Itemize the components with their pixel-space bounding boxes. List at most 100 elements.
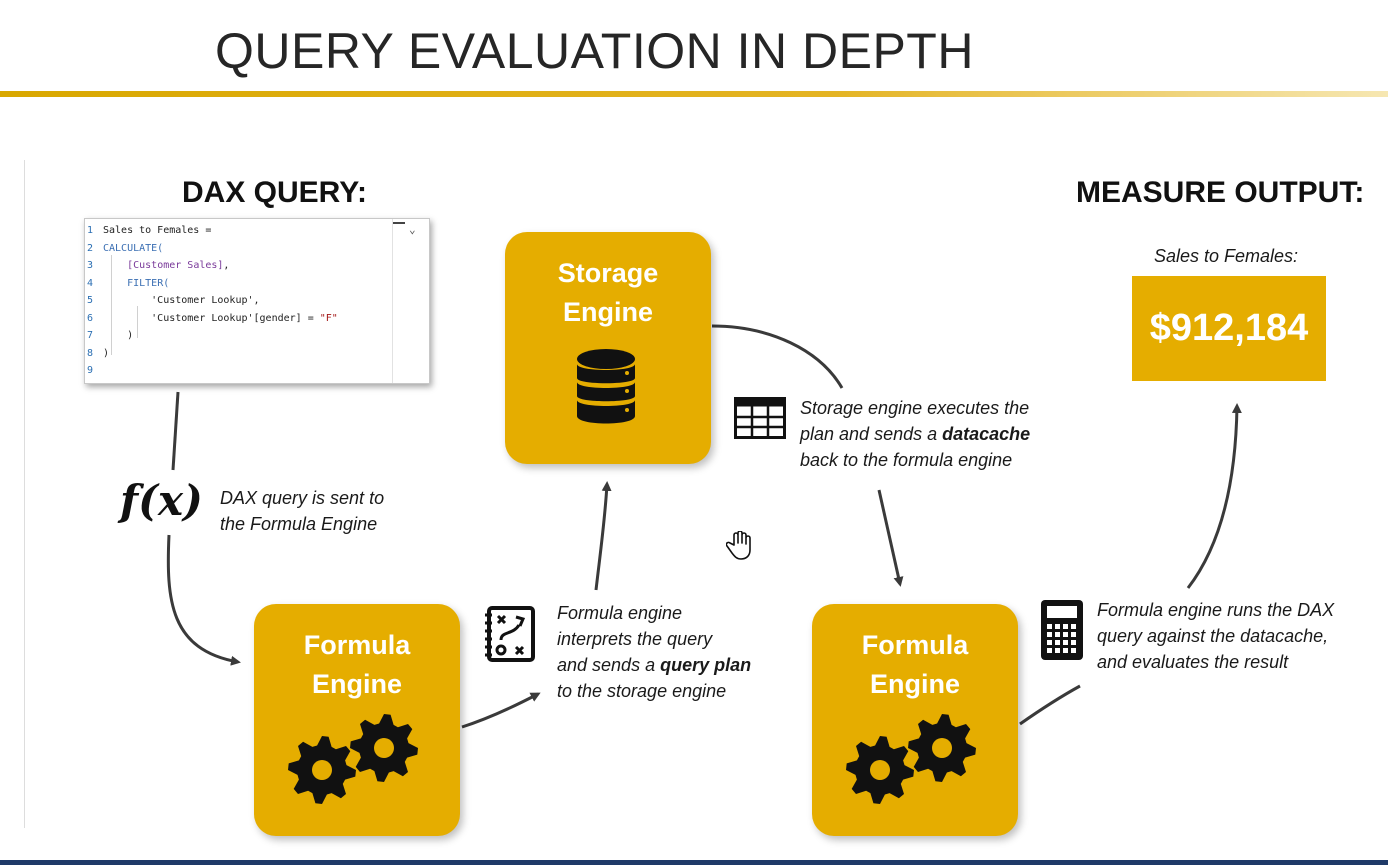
line-number: 2	[87, 242, 94, 254]
code-token: 'Customer Lookup'[gender] =	[103, 312, 320, 324]
code-line: 2 CALCULATE(	[85, 240, 163, 257]
arrow-fx-to-formula-1	[166, 534, 241, 666]
calculator-key	[1047, 648, 1052, 653]
caption-bold: query plan	[660, 655, 752, 675]
table-grid-icon	[734, 397, 786, 439]
scroll-thumb[interactable]	[393, 222, 405, 224]
calculator-key	[1063, 624, 1068, 629]
caption-formula-evaluates: Formula engine runs the DAX query agains…	[1097, 597, 1334, 675]
caption-line: to the storage engine	[557, 681, 727, 701]
caption-line: plan and sends a datacache	[800, 421, 1030, 447]
code-line: 6 'Customer Lookup'[gender] = "F"	[85, 310, 338, 327]
fx-icon: f(x)	[120, 476, 203, 525]
code-token: )	[103, 347, 110, 359]
caption-line: DAX query is sent to	[220, 488, 385, 508]
dax-query-heading: DAX QUERY:	[182, 176, 368, 209]
line-number: 1	[87, 225, 94, 236]
line-number: 6	[87, 312, 94, 324]
code-token: FILTER(	[127, 277, 170, 289]
line-number: 9	[87, 365, 94, 376]
chevron-down-icon[interactable]: ⌄	[409, 223, 416, 236]
strategy-plan-icon	[485, 606, 535, 662]
code-line: 9	[85, 362, 103, 379]
arrow-formula-1-to-plan	[461, 692, 541, 729]
calculator-key	[1047, 632, 1052, 637]
engine-label: Formula	[861, 630, 969, 660]
code-token: Sales to Females =	[103, 225, 212, 236]
indent-guide	[137, 306, 138, 338]
line-number: 3	[87, 260, 94, 271]
code-token	[103, 278, 127, 289]
caption-line: and sends a query plan	[557, 652, 751, 678]
calculator-key	[1055, 640, 1060, 645]
engine-label: Engine	[869, 669, 960, 699]
dax-code-editor[interactable]: 1 Sales to Females = 2 CALCULATE( 3 [Custome…	[84, 218, 430, 384]
caption-line: interprets the query	[557, 629, 713, 649]
gear-hole	[932, 738, 952, 758]
code-token: [Customer Sales]	[127, 260, 224, 271]
calculator-key	[1071, 640, 1076, 645]
title-underline	[0, 91, 1388, 97]
database-icon	[577, 349, 635, 424]
engine-label: Formula	[303, 630, 411, 660]
line-number: 4	[87, 277, 94, 289]
gear-hole	[312, 760, 332, 780]
engine-label: Engine	[562, 297, 653, 327]
caption-storage-executes: Storage engine executes the plan and sen…	[800, 395, 1030, 473]
formula-engine-box-1: Formula Engine	[254, 604, 460, 836]
caption-bold: datacache	[942, 424, 1031, 444]
gear-hole	[374, 738, 394, 758]
caption-line: Formula engine runs the DAX	[1097, 600, 1335, 620]
footer-rule	[0, 860, 1388, 865]
caption-formula-interprets: Formula engine interprets the query and …	[557, 600, 751, 704]
arrow-query-to-fx	[171, 391, 180, 471]
code-line: 1 Sales to Females =	[85, 222, 211, 239]
line-number: 7	[87, 330, 94, 341]
calculator-key	[1055, 648, 1060, 653]
arrow-formula-2-out	[1019, 684, 1081, 726]
line-number: 5	[87, 295, 94, 306]
code-token: ,	[223, 260, 230, 271]
caption-line: query against the datacache,	[1097, 626, 1329, 646]
gears-icon	[846, 714, 976, 804]
left-divider	[24, 160, 25, 828]
indent-guide	[111, 255, 112, 355]
calculator-key	[1063, 632, 1068, 637]
calculator-key	[1047, 624, 1052, 629]
code-line: 5 'Customer Lookup',	[85, 292, 260, 309]
line-number: 8	[87, 347, 94, 359]
caption-line: Formula engine	[557, 603, 683, 623]
gear-hole	[870, 760, 890, 780]
calculator-key	[1063, 640, 1068, 645]
engine-label: Engine	[311, 669, 402, 699]
calculator-key	[1047, 640, 1052, 645]
calculator-icon	[1041, 600, 1083, 660]
caption-dax-sent: DAX query is sent to the Formula Engine	[220, 485, 384, 537]
gears-icon	[288, 714, 418, 804]
output-value: $912,184	[1132, 276, 1326, 381]
caption-text: plan and sends a	[800, 424, 943, 444]
code-scrollbar[interactable]: ⌄	[392, 219, 429, 383]
storage-engine-box: Storage Engine	[505, 232, 711, 464]
calculator-key	[1055, 632, 1060, 637]
code-line: 4 FILTER(	[85, 275, 169, 292]
arrow-storage-out	[711, 324, 844, 389]
caption-text: and sends a	[557, 655, 661, 675]
caption-line: Storage engine executes the	[800, 398, 1030, 418]
code-token	[103, 260, 127, 271]
code-token: 'Customer Lookup',	[103, 295, 260, 306]
caption-line: the Formula Engine	[220, 514, 378, 534]
code-token: CALCULATE(	[103, 242, 164, 254]
arrow-datacache-to-formula-2	[877, 489, 904, 587]
calculator-key	[1063, 648, 1068, 653]
caption-line: back to the formula engine	[800, 450, 1013, 470]
hand-cursor-icon	[726, 531, 751, 560]
fx-symbol: f(x)	[120, 476, 203, 525]
calculator-key	[1071, 624, 1076, 629]
arrow-to-output	[1186, 403, 1242, 589]
calculator-key	[1055, 624, 1060, 629]
arrow-plan-to-storage	[594, 481, 612, 591]
code-token: "F"	[319, 312, 338, 324]
calculator-key	[1071, 648, 1076, 653]
